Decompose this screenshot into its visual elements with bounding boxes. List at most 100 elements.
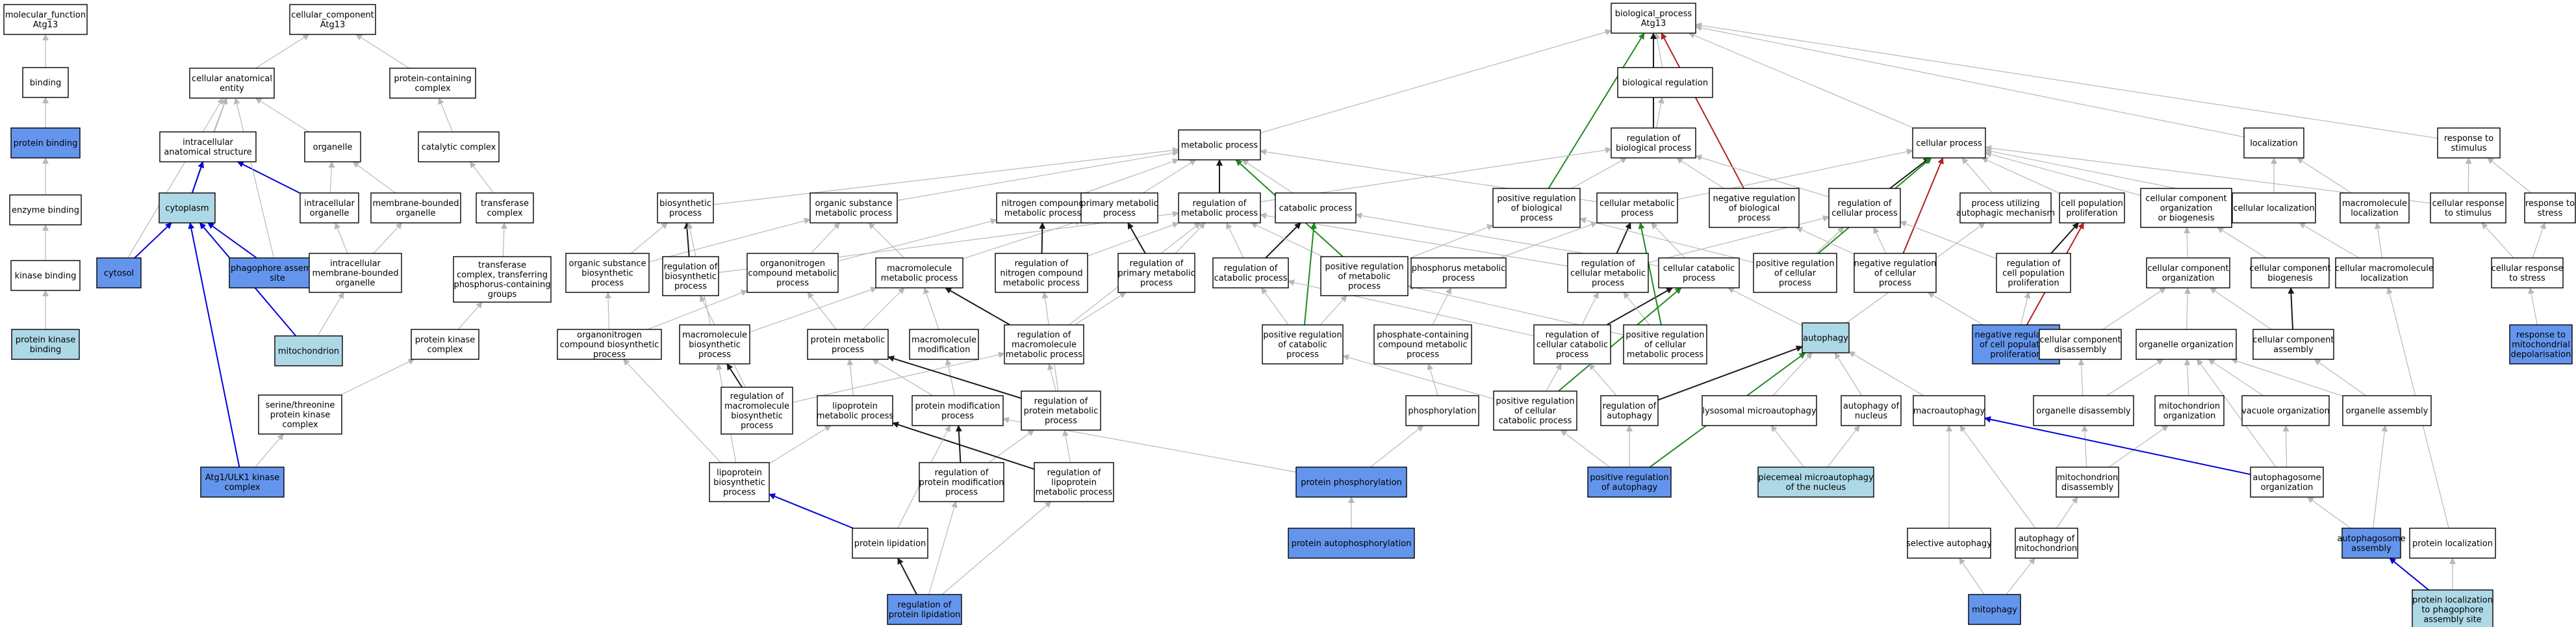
node-protlip[interactable]: protein lipidation <box>852 528 928 559</box>
node-selauto[interactable]: selective autophagy <box>1906 528 1992 559</box>
node-bioreg[interactable]: biological regulation <box>1617 67 1713 98</box>
node-organelle[interactable]: organelle <box>304 131 361 162</box>
node-celloc[interactable]: cellular localization <box>2232 192 2316 224</box>
node-orgasm[interactable]: organelle assembly <box>2342 395 2432 426</box>
node-vacorg[interactable]: vacuole organization <box>2241 395 2330 426</box>
node-lysomicro[interactable]: lysosomal microautophagy <box>1702 395 1817 426</box>
node-catab[interactable]: catabolic process <box>1275 192 1357 224</box>
node-autophagy[interactable]: autophagy <box>1802 322 1850 353</box>
node-protbind[interactable]: protein binding <box>10 127 81 159</box>
node-mito[interactable]: mitochondrion <box>274 335 343 366</box>
node-protphos[interactable]: protein phosphorylation <box>1295 467 1407 498</box>
node-regmbp[interactable]: regulation ofmacromoleculebiosyntheticpr… <box>721 387 793 435</box>
node-cytoplasm[interactable]: cytoplasm <box>159 192 216 224</box>
node-binding[interactable]: binding <box>22 67 69 98</box>
node-cytosol[interactable]: cytosol <box>96 257 142 288</box>
node-mitophagy[interactable]: mitophagy <box>1968 594 2021 625</box>
node-localization[interactable]: localization <box>2243 127 2304 159</box>
node-macroauto[interactable]: macroautophagy <box>1913 395 1985 426</box>
node-catcomplex[interactable]: catalytic complex <box>418 131 500 162</box>
node-protloc[interactable]: protein localization <box>2409 528 2496 559</box>
node-phosphorylation[interactable]: phosphorylation <box>1405 395 1479 426</box>
node-orgdis[interactable]: organelle disassembly <box>2033 395 2134 426</box>
node-protautophos[interactable]: protein autophosphorylation <box>1288 528 1415 559</box>
node-cellproc[interactable]: cellular process <box>1912 127 1986 159</box>
